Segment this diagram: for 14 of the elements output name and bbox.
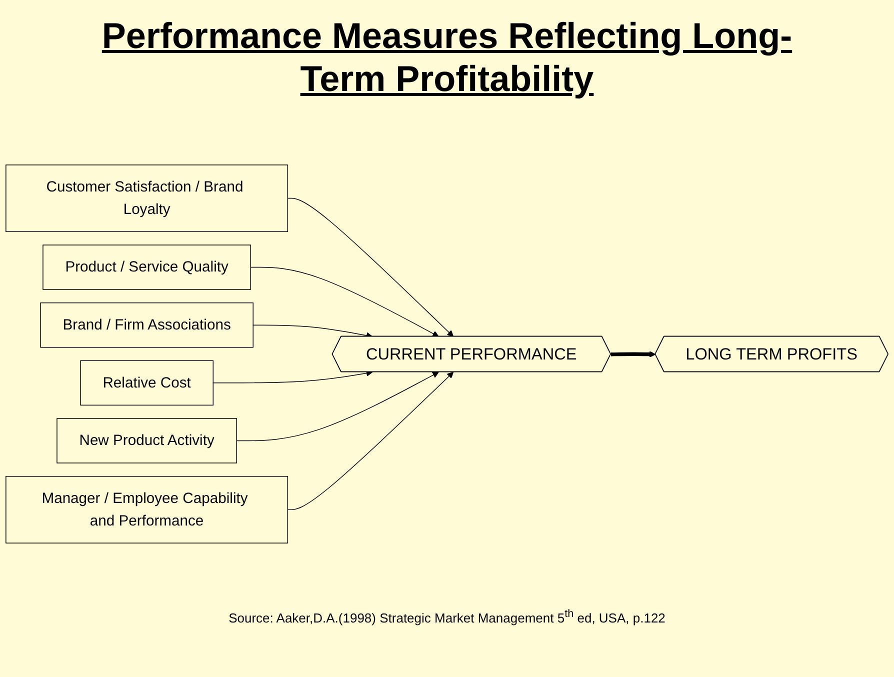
node-box: Manager / Employee Capability and Performance [6,476,288,544]
caption: Source: Aaker,D.A.(1998) Strategic Market Management 5$^{th}$ ed, USA, p.122 [228,608,666,626]
arrow [287,198,454,338]
node-box: New Product Activity [56,418,237,464]
arrow [212,370,373,384]
node-box: Product / Service Quality [42,245,252,290]
arrow [236,372,439,442]
title: Performance Measures Reflecting Long-Term Profitability [100,14,794,100]
arrow [610,351,656,358]
node-box: Customer Satisfaction / Brand Loyalty [6,164,288,232]
node-box: Relative Cost [80,360,214,406]
arrow [287,372,454,510]
node-box: Brand / Firm Associations [40,302,254,348]
arrow [250,267,439,338]
